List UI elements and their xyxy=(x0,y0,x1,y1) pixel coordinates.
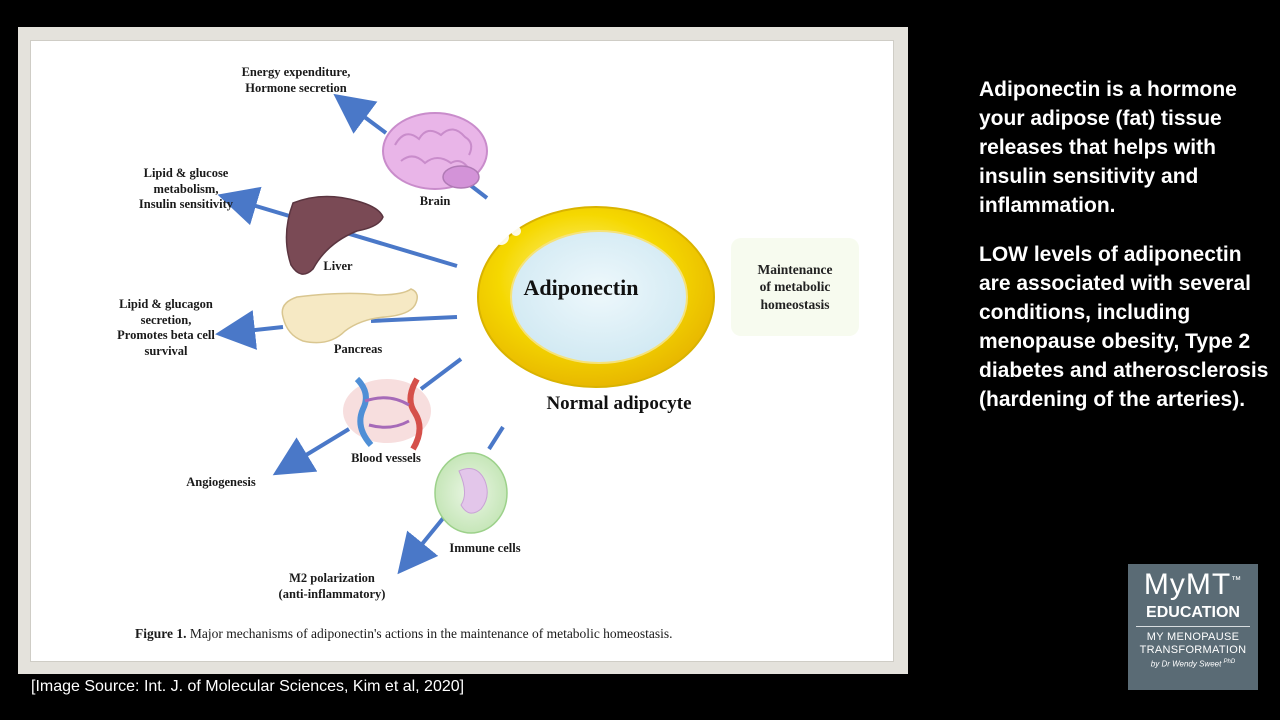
logo-tagline-2: TRANSFORMATION xyxy=(1139,643,1247,656)
label-blood-vessels: Blood vessels xyxy=(351,451,421,465)
logo-divider xyxy=(1136,626,1250,627)
arrow-vessels-link xyxy=(419,357,463,391)
logo-main-text: MyMT xyxy=(1143,568,1232,601)
logo-trademark: ™ xyxy=(1231,575,1243,586)
adipocyte-illustration xyxy=(477,206,715,388)
arrow-lipid-glucagon xyxy=(215,310,284,350)
figure-caption: Figure 1. Major mechanisms of adiponecti… xyxy=(135,626,875,642)
arrow-immune-link xyxy=(487,425,505,451)
liver-illustration xyxy=(285,195,384,275)
adiponectin-diagram xyxy=(215,93,715,575)
blood-vessels-illustration xyxy=(343,376,431,451)
mymt-logo: MyMT™ EDUCATION MY MENOPAUSE TRANSFORMAT… xyxy=(1128,564,1258,690)
side-text: Adiponectin is a hormone your adipose (f… xyxy=(979,76,1271,435)
label-liver: Liver xyxy=(323,259,353,273)
logo-sub: EDUCATION xyxy=(1146,604,1240,621)
adiponectin-label: Adiponectin xyxy=(523,275,639,300)
caption-prefix: Figure 1. xyxy=(135,626,187,641)
arrow-energy xyxy=(333,93,388,135)
caption-text: Major mechanisms of adiponectin's action… xyxy=(186,626,673,641)
figure-panel: Energy expenditure, Hormone secretion Br… xyxy=(30,40,894,662)
label-immune-cells: Immune cells xyxy=(449,541,521,555)
label-energy: Energy expenditure, Hormone secretion xyxy=(241,65,351,95)
pancreas-illustration xyxy=(281,288,418,344)
label-m2: M2 polarization (anti-inflammatory) xyxy=(278,571,386,601)
label-lipid-glucose: Lipid & glucose metabolism, Insulin sens… xyxy=(138,166,234,212)
image-source: [Image Source: Int. J. of Molecular Scie… xyxy=(31,678,465,695)
maintenance-label: Maintenance of metabolic homeostasis xyxy=(731,238,859,336)
normal-adipocyte-label: Normal adipocyte xyxy=(546,393,692,414)
brain-illustration xyxy=(382,112,488,190)
side-paragraph-2: LOW levels of adiponectin are associated… xyxy=(979,242,1269,411)
logo-byline-text: by Dr Wendy Sweet xyxy=(1150,659,1222,669)
label-lipid-glucagon: Lipid & glucagon secretion, Promotes bet… xyxy=(117,297,215,358)
logo-byline: by Dr Wendy Sweet PhD xyxy=(1128,659,1258,669)
arrow-m2 xyxy=(397,509,451,575)
logo-main: MyMT™ xyxy=(1128,570,1258,600)
label-brain: Brain xyxy=(419,194,451,208)
side-paragraph-1: Adiponectin is a hormone your adipose (f… xyxy=(979,78,1237,217)
label-pancreas: Pancreas xyxy=(333,342,383,356)
arrow-pancreas-link xyxy=(370,315,458,323)
arrow-angiogenesis xyxy=(272,427,351,476)
logo-tagline-1: MY MENOPAUSE xyxy=(1146,631,1240,643)
label-angiogenesis: Angiogenesis xyxy=(186,475,256,489)
logo-credential: PhD xyxy=(1223,659,1236,666)
immune-cell-illustration xyxy=(434,452,508,534)
